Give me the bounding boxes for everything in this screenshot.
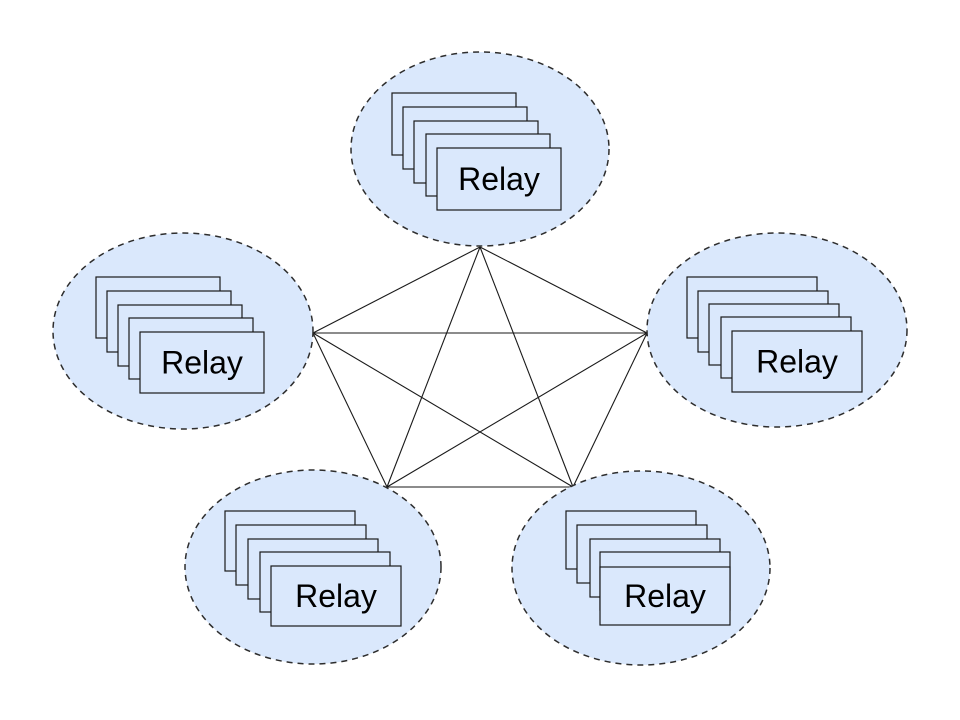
cluster-right: Relay <box>646 232 908 428</box>
relay-label-bottom-left: Relay <box>295 578 377 614</box>
stacked-rect-left-5 <box>139 331 265 394</box>
stacked-rect-right-5 <box>731 330 863 393</box>
edge-top-right <box>479 246 648 334</box>
cluster-bottom-right: Relay <box>511 470 771 666</box>
cluster-bottom-left: Relay <box>184 469 442 665</box>
cluster-left: Relay <box>52 232 314 430</box>
edge-top-left <box>312 246 481 334</box>
stacked-rect-bottom-right-5 <box>599 566 731 626</box>
edges-layer <box>312 246 648 488</box>
stacked-rect-bottom-left-5 <box>270 565 402 627</box>
relay-label-top: Relay <box>458 161 540 197</box>
relay-label-bottom-right: Relay <box>624 578 706 614</box>
edge-right-bottom-left <box>386 332 648 488</box>
edge-top-bottom-right <box>479 246 574 488</box>
stacked-rect-top-5 <box>436 147 562 211</box>
edge-right-bottom-right <box>572 332 648 488</box>
relay-label-left: Relay <box>161 345 243 381</box>
edge-top-bottom-left <box>386 246 481 488</box>
cluster-top: Relay <box>350 51 610 247</box>
edge-left-bottom-left <box>312 332 388 488</box>
edge-left-bottom-right <box>312 332 574 488</box>
relay-label-right: Relay <box>756 344 838 380</box>
